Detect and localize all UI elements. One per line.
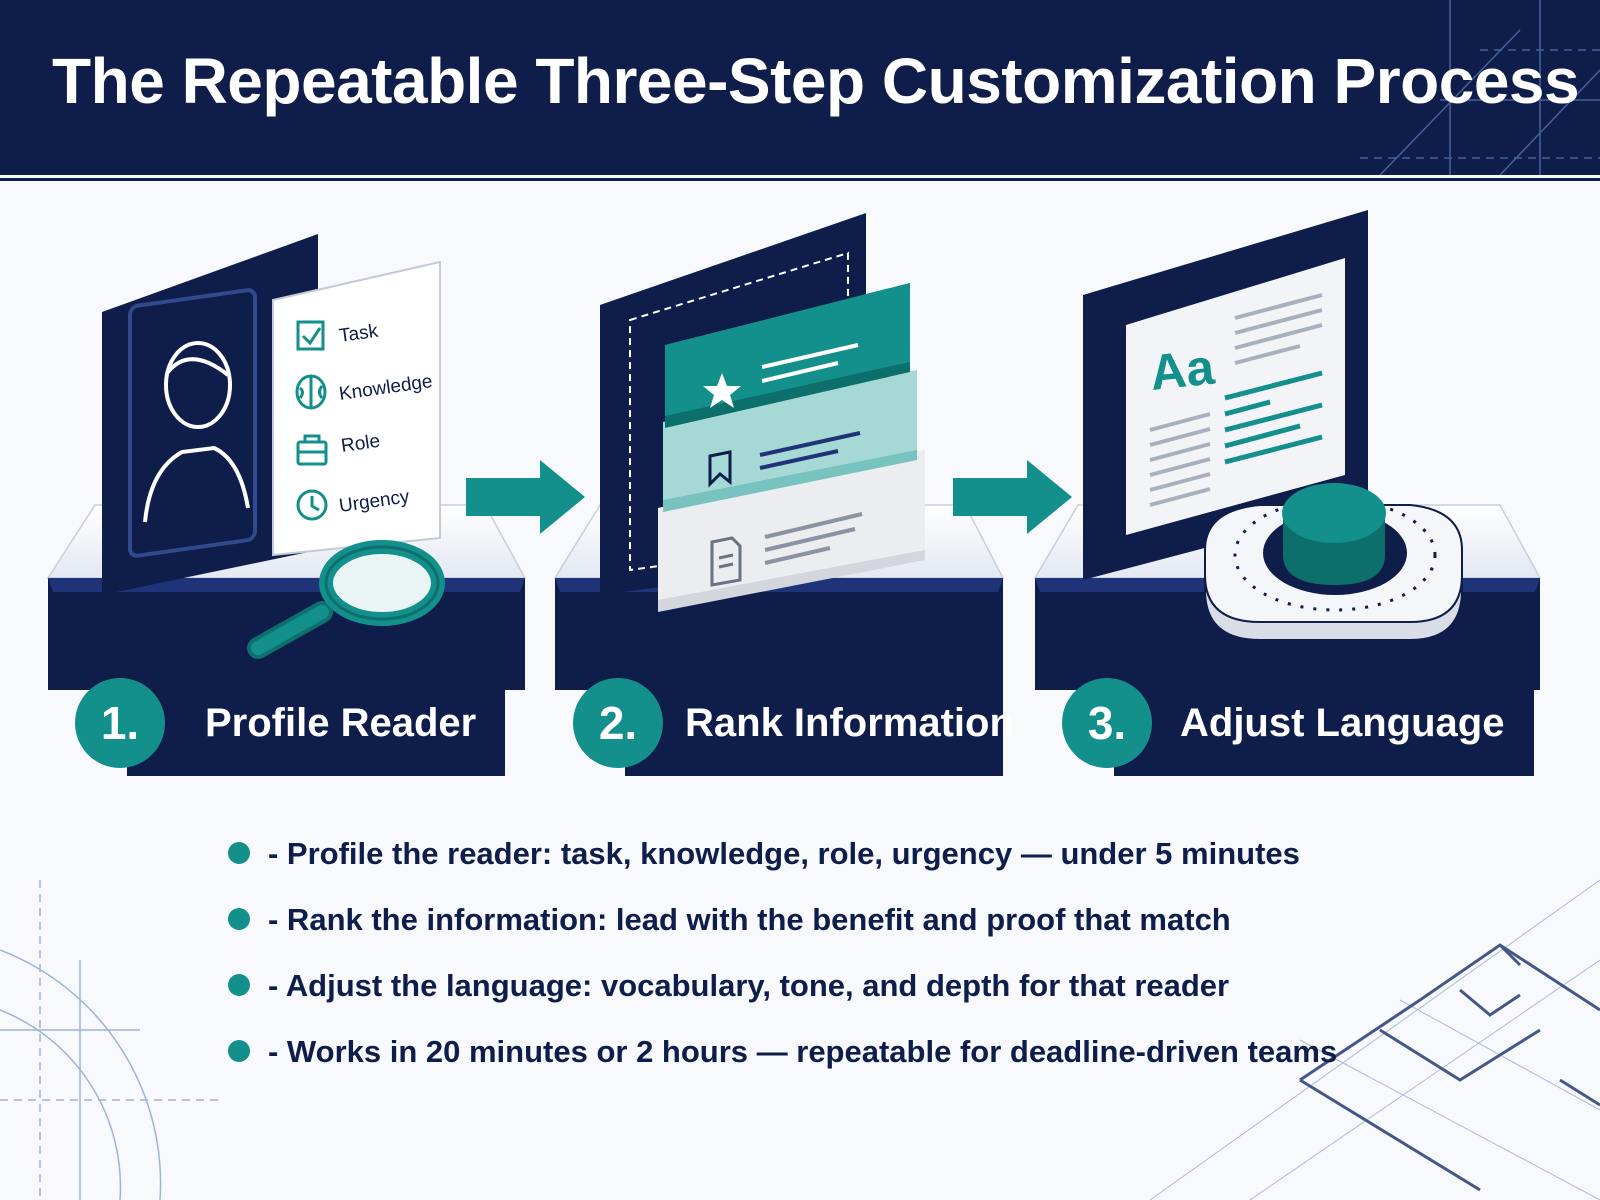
step-1-illustration: Task Knowledge Role Urgency [46, 234, 527, 690]
clock-icon [296, 489, 328, 521]
ranked-card-mid [663, 370, 917, 512]
bullet-text: - Adjust the language: vocabulary, tone,… [268, 968, 1230, 1003]
star-icon [703, 373, 741, 408]
language-dial-icon [1204, 483, 1463, 641]
arrow-right-icon [466, 460, 585, 534]
person-avatar-icon [143, 341, 250, 523]
bullet-item: - Works in 20 minutes or 2 hours — repea… [228, 1034, 1337, 1100]
bullet-text: - Profile the reader: task, knowledge, r… [268, 836, 1300, 871]
header-divider [0, 178, 1600, 181]
step-2-illustration [553, 213, 1005, 690]
magnifying-glass-icon [247, 540, 445, 659]
bullet-dot-icon [228, 908, 250, 930]
language-sample-text: Aa [1147, 338, 1218, 400]
step-1-label: Profile Reader [127, 670, 505, 776]
step-1-number: 1. [75, 678, 165, 768]
blueprint-lines-icon [1360, 0, 1600, 175]
step-1-badge: 1. Profile Reader [75, 670, 505, 776]
arrow-right-icon [953, 460, 1072, 534]
floorplan-sketch-icon [1149, 879, 1600, 1200]
step-2-badge: 2. Rank Information [573, 670, 1014, 776]
ranked-card-top [665, 283, 910, 428]
briefcase-icon [296, 434, 328, 466]
bullet-item: - Adjust the language: vocabulary, tone,… [228, 968, 1337, 1034]
step-2-label: Rank Information [625, 670, 1014, 776]
step-3-number: 3. [1062, 678, 1152, 768]
step-2-number: 2. [573, 678, 663, 768]
bullet-item: - Rank the information: lead with the be… [228, 902, 1337, 968]
checkbox-icon [296, 320, 325, 351]
page-title: The Repeatable Three-Step Customization … [52, 45, 1580, 117]
document-icon [710, 536, 742, 587]
bullet-item: - Profile the reader: task, knowledge, r… [228, 836, 1337, 902]
bullet-text: - Works in 20 minutes or 2 hours — repea… [268, 1034, 1338, 1069]
step-3-illustration: Aa [1033, 210, 1542, 690]
blueprint-arc-icon [0, 880, 220, 1200]
bookmark-icon [708, 450, 732, 488]
summary-bullet-list: - Profile the reader: task, knowledge, r… [228, 836, 1337, 1100]
bullet-dot-icon [228, 842, 250, 864]
header-banner: The Repeatable Three-Step Customization … [0, 0, 1600, 175]
bullet-dot-icon [228, 1040, 250, 1062]
bullet-text: - Rank the information: lead with the be… [268, 902, 1231, 937]
bullet-dot-icon [228, 974, 250, 996]
brain-icon [295, 374, 327, 410]
step-3-label: Adjust Language [1114, 670, 1534, 776]
ranked-card-low [658, 450, 925, 612]
step-3-badge: 3. Adjust Language [1062, 670, 1542, 776]
